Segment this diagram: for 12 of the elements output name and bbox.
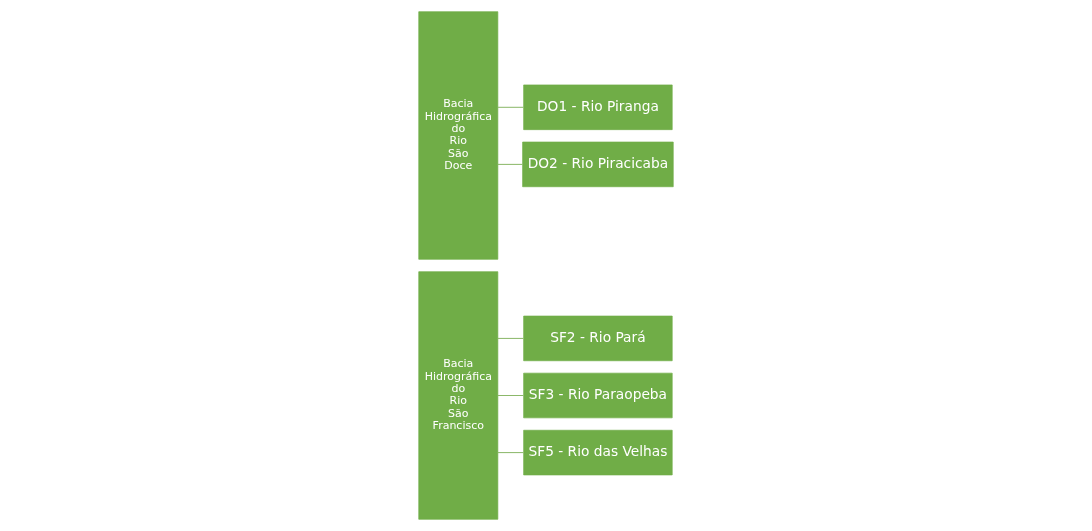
node-box: Bacia Hidrográfica do Rio São Doce: [418, 11, 499, 260]
connector: [497, 163, 523, 165]
node-box: SF3 - Rio Paraopeba: [523, 372, 673, 419]
node-box: Bacia Hidrográfica do Rio São Francisco: [418, 271, 499, 520]
node-box: SF5 - Rio das Velhas: [523, 429, 673, 476]
connector: [497, 452, 525, 454]
connector: [497, 337, 525, 339]
node-box: DO1 - Rio Piranga: [523, 84, 673, 130]
node-box: DO2 - Rio Piracicaba: [522, 141, 674, 188]
connector: [497, 106, 525, 108]
node-box: SF2 - Rio Pará: [523, 315, 673, 362]
connector: [497, 395, 525, 396]
